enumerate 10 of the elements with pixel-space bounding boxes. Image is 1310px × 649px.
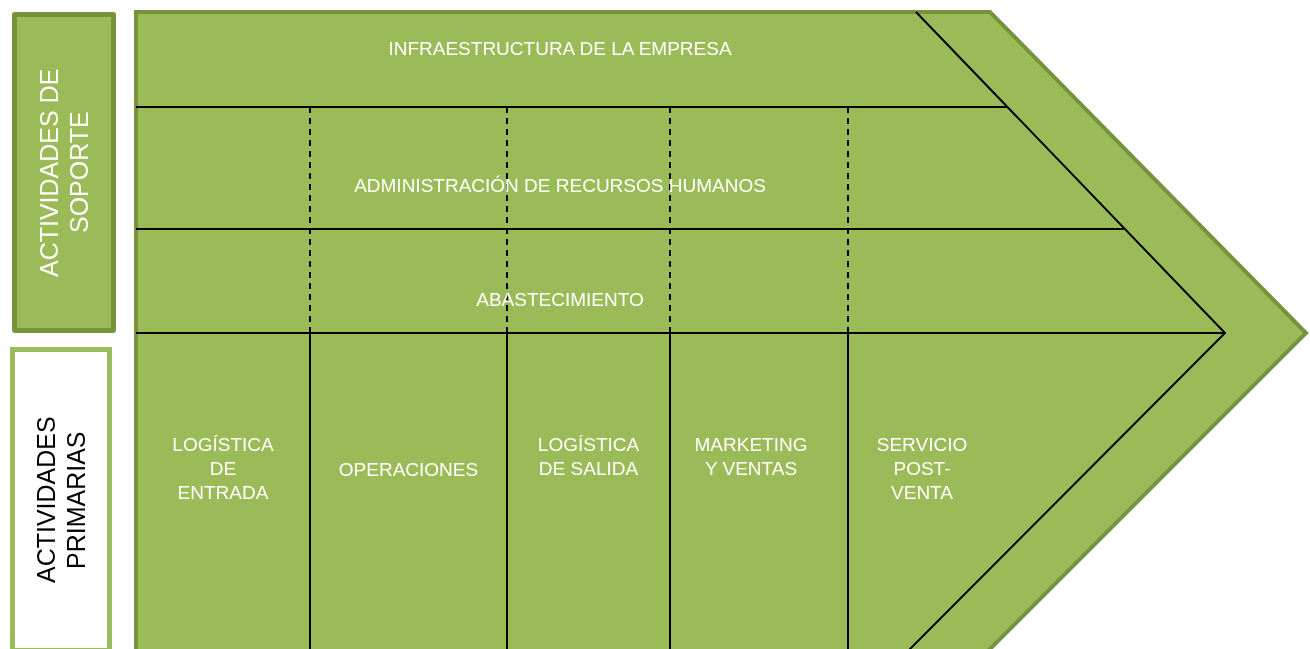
activity-label: LOGÍSTICA DE SALIDA: [536, 433, 641, 481]
activity-label: ABASTECIMIENTO: [475, 288, 645, 312]
activity-label: ADMINISTRACIÓN DE RECURSOS HUMANOS: [353, 174, 767, 198]
activity-label: MARKETING Y VENTAS: [693, 433, 809, 481]
activity-label: INFRAESTRUCTURA DE LA EMPRESA: [387, 37, 733, 61]
support-activities-box: ACTIVIDADES DE SOPORTE: [12, 12, 116, 333]
activity-label: SERVICIO POST-VENTA: [875, 433, 969, 505]
activity-label: OPERACIONES: [337, 458, 480, 482]
primary-activities-box: ACTIVIDADES PRIMARIAS: [10, 347, 112, 649]
activity-label: LOGÍSTICA DE ENTRADA: [171, 433, 275, 505]
